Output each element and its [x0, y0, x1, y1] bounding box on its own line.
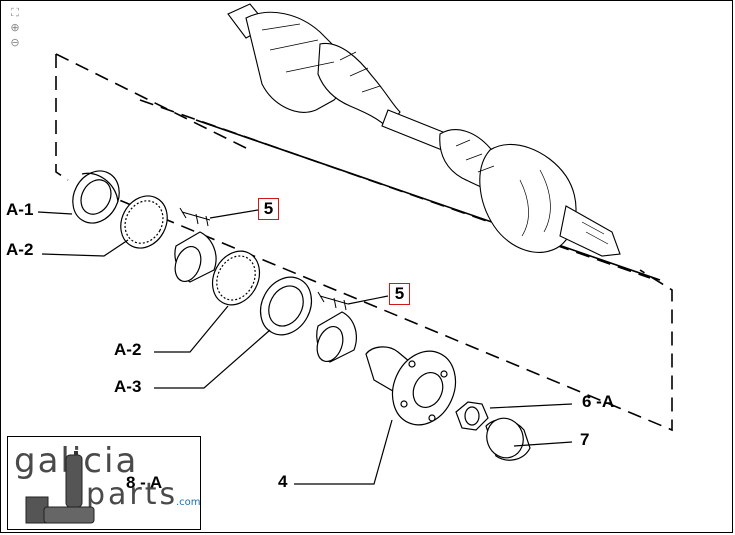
part-7-cap	[485, 417, 531, 461]
part-6a-nut	[455, 401, 489, 431]
stub-axle	[559, 205, 621, 257]
outer-cv-joint	[479, 143, 577, 253]
label-8a: 8 - A	[126, 473, 163, 492]
label-a2-bottom: A-2	[114, 340, 142, 359]
fit-page-icon[interactable]: ⛶	[11, 6, 19, 19]
callout-5-lower: 5	[389, 283, 410, 305]
label-6a: 6 -A	[582, 392, 615, 411]
label-4: 4	[278, 472, 288, 491]
part-a2-bearing-upper	[120, 195, 168, 249]
part-a1-seal	[72, 170, 120, 224]
zoom-toolbar: ⛶ ⊕ ⊖	[8, 6, 24, 51]
callout-5-upper: 5	[258, 198, 279, 220]
watermark-logo: galicia 8 - A parts .com	[7, 436, 201, 530]
label-a3: A-3	[114, 377, 142, 396]
spacer-ring-lower	[316, 311, 357, 363]
part-a3-seal	[259, 276, 313, 336]
logo-parts-graphic	[25, 451, 95, 524]
label-a1: A-1	[6, 200, 34, 219]
dashed-upper-guide	[139, 99, 651, 279]
leader-lines	[37, 209, 573, 485]
logo-text-tld: .com	[176, 497, 201, 508]
spacer-ring-upper	[174, 231, 217, 283]
zoom-in-icon[interactable]: ⊕	[10, 21, 20, 34]
label-a2-top: A-2	[6, 240, 34, 259]
dimension-marks	[179, 207, 349, 311]
shaft-detail-lines	[261, 23, 609, 245]
part-a2-bearing-lower	[211, 250, 261, 306]
part-4-hub	[365, 346, 457, 426]
label-7: 7	[580, 430, 590, 449]
zoom-out-icon[interactable]: ⊖	[10, 36, 20, 49]
drive-shaft	[227, 3, 621, 257]
logo-text-parts: parts	[86, 477, 179, 512]
